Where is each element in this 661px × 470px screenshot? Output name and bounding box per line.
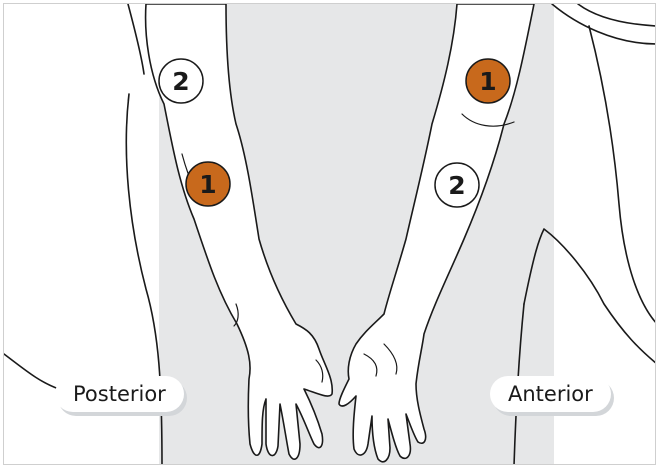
marker-posterior-lower-number: 1	[199, 170, 216, 199]
marker-posterior-upper-number: 2	[172, 67, 189, 96]
left-torso-outline	[128, 4, 144, 74]
marker-posterior-upper: 2	[159, 59, 203, 103]
posterior-label: Posterior	[55, 376, 184, 412]
marker-anterior-upper: 1	[466, 59, 510, 103]
marker-anterior-lower: 2	[435, 163, 479, 207]
marker-posterior-lower: 1	[186, 162, 230, 206]
marker-anterior-lower-number: 2	[448, 171, 465, 200]
anterior-label: Anterior	[490, 376, 611, 412]
left-hip-outline	[4, 354, 59, 389]
diagram-frame: 2 1 1 2 Posterior Anterior	[3, 3, 656, 465]
right-back-outline	[589, 26, 656, 324]
right-shoulder-outline	[578, 4, 656, 26]
marker-anterior-upper-number: 1	[479, 67, 496, 96]
